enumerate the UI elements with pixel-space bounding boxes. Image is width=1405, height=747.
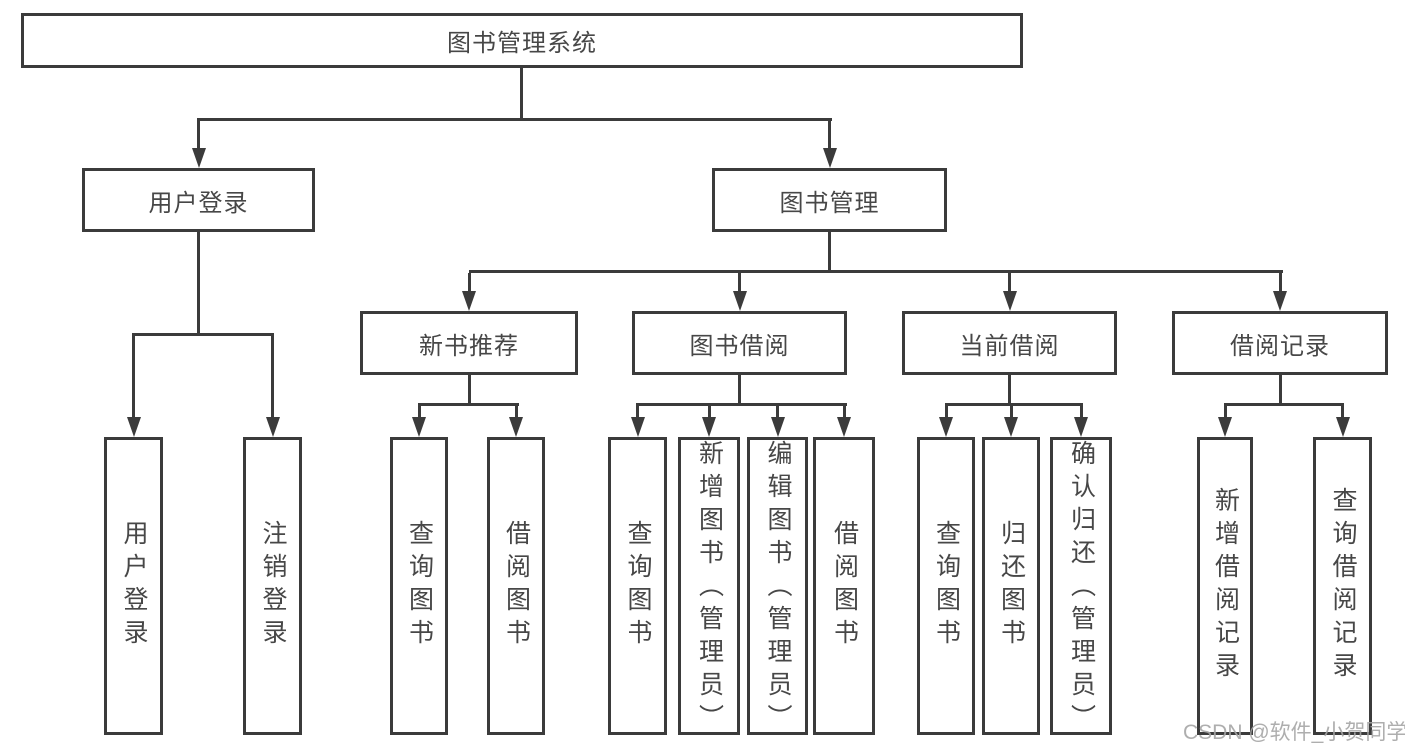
- arrow-down-icon: [1003, 291, 1017, 311]
- node-label: 借阅记录: [1230, 332, 1330, 360]
- leaf-add-borrow-record: 新增借阅记录: [1197, 437, 1253, 735]
- node-book-management: 图书管理: [712, 168, 947, 232]
- node-label: 查询图书: [405, 520, 434, 652]
- connector-line: [1341, 406, 1344, 419]
- arrow-down-icon: [1218, 417, 1232, 437]
- leaf-borrow-books-recommend: 借阅图书: [487, 437, 545, 735]
- connector-line: [738, 273, 741, 293]
- connector-line: [945, 406, 948, 419]
- arrow-down-icon: [837, 417, 851, 437]
- connector-line: [132, 336, 135, 419]
- connector-line: [945, 403, 1083, 406]
- connector-line: [636, 403, 847, 406]
- connector-line: [418, 406, 421, 419]
- node-label: 查询图书: [624, 520, 652, 652]
- arrow-down-icon: [771, 417, 785, 437]
- node-book-borrow: 图书借阅: [632, 311, 847, 375]
- node-label: 归还图书: [997, 520, 1026, 652]
- connector-line: [132, 333, 274, 336]
- node-root-library-system: 图书管理系统: [21, 13, 1023, 68]
- node-label: 注销登录: [259, 520, 287, 652]
- arrow-down-icon: [702, 417, 716, 437]
- node-new-book-recommend: 新书推荐: [360, 311, 578, 375]
- node-label: 查询借阅记录: [1329, 487, 1357, 685]
- node-label: 编辑图书（管理员）: [764, 440, 792, 737]
- connector-line: [776, 406, 779, 419]
- arrow-down-icon: [939, 417, 953, 437]
- connector-line: [271, 336, 274, 419]
- arrow-down-icon: [509, 417, 523, 437]
- leaf-borrow-books: 借阅图书: [813, 437, 875, 735]
- node-label: 当前借阅: [959, 332, 1060, 360]
- leaf-user-login: 用户登录: [104, 437, 163, 735]
- leaf-query-books-borrow: 查询图书: [608, 437, 667, 735]
- leaf-query-books-current: 查询图书: [917, 437, 975, 735]
- connector-line: [1279, 273, 1282, 293]
- connector-line: [1008, 375, 1011, 405]
- arrow-down-icon: [733, 291, 747, 311]
- leaf-query-books-recommend: 查询图书: [390, 437, 448, 735]
- connector-line: [1224, 406, 1227, 419]
- node-current-borrow: 当前借阅: [902, 311, 1117, 375]
- connector-line: [636, 406, 639, 419]
- arrow-down-icon: [1004, 417, 1018, 437]
- arrow-down-icon: [462, 291, 476, 311]
- connector-line: [468, 273, 471, 293]
- connector-line: [738, 375, 741, 405]
- node-label: 借阅图书: [830, 520, 859, 652]
- connector-line: [708, 406, 711, 419]
- connector-line: [468, 375, 471, 405]
- connector-line: [1279, 375, 1282, 405]
- arrow-down-icon: [823, 148, 837, 168]
- node-label: 查询图书: [932, 520, 961, 652]
- connector-line: [1010, 406, 1013, 419]
- arrow-down-icon: [412, 417, 426, 437]
- leaf-edit-books-admin: 编辑图书（管理员）: [747, 437, 808, 737]
- connector-line: [843, 406, 846, 419]
- connector-line: [197, 118, 832, 121]
- connector-line: [197, 121, 200, 152]
- leaf-confirm-return-admin: 确认归还（管理员）: [1050, 437, 1112, 737]
- arrow-down-icon: [1273, 291, 1287, 311]
- node-label: 用户登录: [120, 520, 148, 652]
- connector-line: [828, 121, 831, 152]
- arrow-down-icon: [192, 148, 206, 168]
- arrow-down-icon: [1074, 417, 1088, 437]
- leaf-query-borrow-record: 查询借阅记录: [1313, 437, 1372, 735]
- arrow-down-icon: [266, 417, 280, 437]
- node-label: 图书管理: [779, 189, 880, 217]
- leaf-add-books-admin: 新增图书（管理员）: [678, 437, 740, 737]
- connector-line: [1080, 406, 1083, 419]
- connector-line: [418, 403, 519, 406]
- arrow-down-icon: [631, 417, 645, 437]
- connector-line: [197, 232, 200, 335]
- connector-line: [1008, 273, 1011, 293]
- node-borrow-records: 借阅记录: [1172, 311, 1388, 375]
- leaf-return-books: 归还图书: [982, 437, 1040, 735]
- node-label: 新增借阅记录: [1211, 487, 1240, 685]
- node-label: 新增图书（管理员）: [695, 440, 724, 737]
- node-label: 用户登录: [148, 189, 249, 217]
- csdn-watermark: CSDN @软件_小贺同学: [1183, 721, 1405, 744]
- node-label: 新书推荐: [419, 332, 519, 360]
- connector-line: [1224, 403, 1344, 406]
- connector-line: [469, 270, 1283, 273]
- connector-line: [515, 406, 518, 419]
- node-user-login: 用户登录: [82, 168, 315, 232]
- node-label: 借阅图书: [502, 520, 531, 652]
- connector-line: [828, 232, 831, 272]
- leaf-logout: 注销登录: [243, 437, 302, 735]
- connector-line: [520, 68, 523, 121]
- arrow-down-icon: [1336, 417, 1350, 437]
- arrow-down-icon: [127, 417, 141, 437]
- node-label: 图书借阅: [689, 332, 790, 360]
- node-label: 图书管理系统: [447, 30, 597, 57]
- node-label: 确认归还（管理员）: [1067, 440, 1096, 737]
